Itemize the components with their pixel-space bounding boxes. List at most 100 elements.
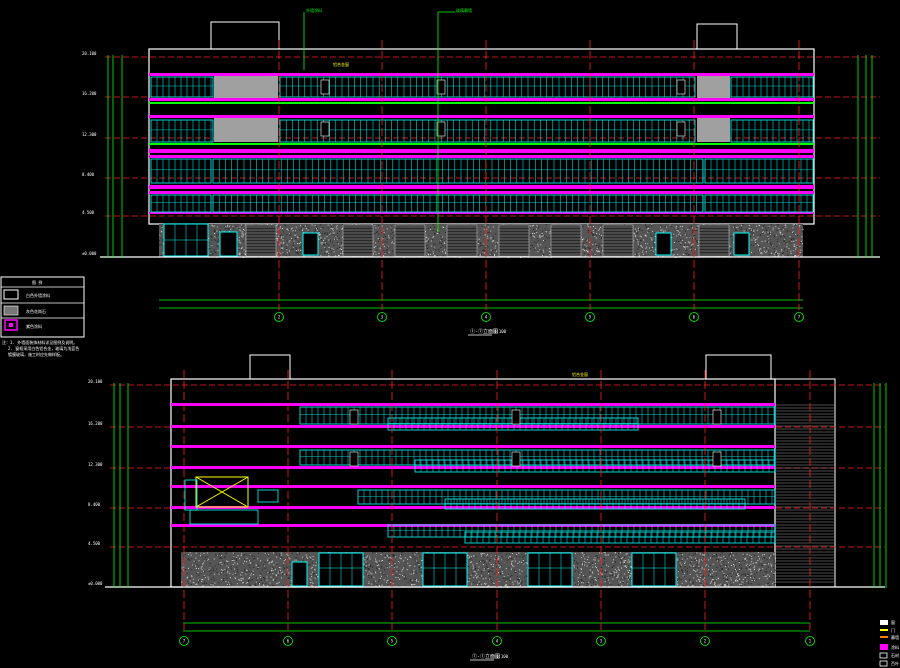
granite-speck (477, 241, 479, 243)
granite-speck (757, 243, 759, 245)
granite-speck (377, 224, 379, 226)
granite-speck (545, 230, 547, 231)
granite-speck (518, 579, 520, 581)
granite-speck (583, 238, 585, 240)
granite-speck (382, 249, 384, 251)
granite-speck (780, 233, 782, 235)
granite-speck (572, 566, 574, 568)
granite-speck (660, 226, 661, 228)
vent-panel (320, 121, 330, 137)
granite-speck (798, 244, 800, 245)
granite-speck (476, 580, 478, 582)
granite-speck (763, 554, 765, 556)
granite-speck (215, 240, 217, 242)
granite-speck (214, 239, 216, 241)
granite-speck (492, 582, 494, 584)
granite-speck (289, 234, 291, 236)
granite-speck (596, 233, 598, 234)
granite-speck (338, 254, 339, 256)
granite-speck (237, 249, 239, 251)
granite-speck (540, 250, 542, 252)
granite-speck (291, 553, 293, 554)
granite-speck (498, 581, 500, 582)
granite-speck (778, 244, 780, 246)
granite-speck (486, 563, 488, 565)
granite-speck (483, 255, 485, 257)
granite-speck (316, 225, 317, 227)
granite-speck (636, 252, 638, 254)
granite-speck (491, 570, 493, 572)
granite-speck (732, 554, 734, 556)
granite-speck (480, 244, 482, 246)
granite-speck (767, 237, 769, 239)
granite-speck (638, 255, 640, 257)
granite-speck (369, 558, 371, 560)
granite-speck (745, 567, 747, 569)
granite-speck (438, 250, 440, 252)
granite-speck (337, 232, 338, 234)
granite-speck (319, 228, 321, 230)
granite-speck (238, 236, 240, 238)
granite-speck (327, 253, 329, 255)
granite-speck (305, 228, 307, 230)
entrance-mullions-top (164, 224, 208, 256)
granite-speck (209, 253, 211, 254)
granite-speck (283, 241, 285, 243)
granite-speck (627, 572, 629, 573)
granite-speck (492, 236, 494, 238)
granite-speck (298, 552, 300, 554)
granite-speck (639, 229, 641, 231)
granite-speck (472, 582, 474, 583)
granite-speck (797, 235, 798, 236)
granite-speck (472, 566, 474, 568)
granite-speck (629, 575, 631, 577)
granite-speck (243, 581, 245, 583)
granite-speck (664, 226, 666, 227)
granite-speck (689, 236, 691, 238)
granite-speck (584, 252, 586, 254)
granite-speck (225, 570, 227, 572)
granite-speck (593, 232, 595, 234)
granite-speck (591, 571, 593, 573)
granite-speck (437, 233, 439, 235)
granite-speck (802, 243, 803, 245)
granite-speck (548, 248, 550, 249)
granite-speck (320, 254, 322, 256)
granite-speck (576, 567, 578, 569)
granite-speck (330, 228, 332, 229)
granite-speck (441, 239, 442, 241)
granite-speck (426, 240, 428, 242)
granite-speck (795, 247, 797, 249)
granite-speck (328, 255, 330, 257)
granite-speck (540, 234, 542, 236)
legend-frame (0, 276, 85, 338)
granite-speck (294, 233, 296, 235)
granite-speck (770, 234, 772, 235)
granite-speck (661, 229, 663, 231)
granite-speck (282, 247, 284, 249)
granite-speck (720, 583, 722, 585)
granite-speck (762, 232, 764, 234)
granite-speck (589, 572, 591, 574)
granite-speck (587, 251, 589, 253)
granite-speck (236, 226, 238, 228)
granite-speck (236, 227, 238, 229)
granite-speck (697, 225, 699, 227)
granite-speck (274, 579, 276, 581)
granite-speck (620, 557, 622, 559)
granite-speck (484, 236, 486, 237)
granite-speck (753, 237, 755, 239)
granite-speck (678, 249, 680, 251)
granite-speck (623, 573, 625, 575)
granite-speck (641, 246, 643, 248)
cyan-frames-bottom (184, 479, 279, 525)
granite-speck (391, 229, 393, 231)
granite-speck (598, 229, 600, 231)
vent-panel (511, 409, 521, 425)
granite-speck (277, 229, 279, 231)
granite-speck (338, 238, 340, 240)
granite-speck (512, 552, 514, 554)
granite-speck (688, 242, 690, 244)
granite-speck (290, 584, 292, 586)
granite-speck (341, 228, 343, 230)
